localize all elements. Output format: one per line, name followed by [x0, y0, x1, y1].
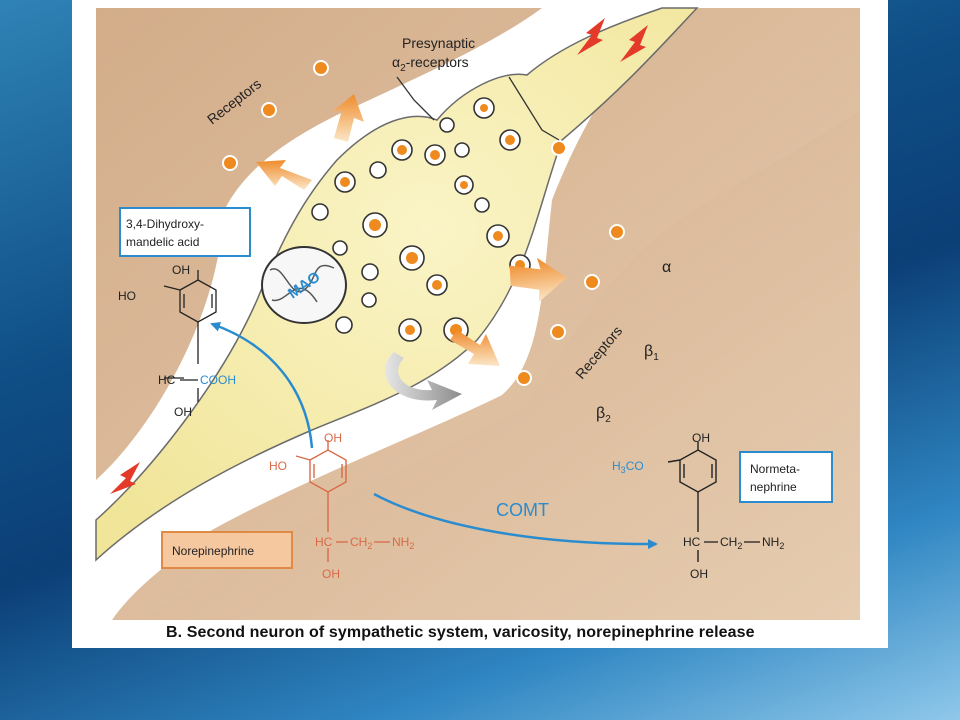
norepinephrine-box: Norepinephrine	[161, 531, 293, 569]
vesicle-empty	[311, 117, 490, 334]
receptors-upper-membrane	[204, 60, 567, 243]
norepinephrine-structure	[295, 440, 347, 562]
normetanephrine-h3co: H3CO	[612, 459, 644, 475]
norepinephrine-box-label: Norepinephrine	[172, 544, 254, 558]
presynaptic-leaders	[396, 76, 560, 141]
normetanephrine-ch2: CH2	[720, 535, 742, 551]
release-arrow-right	[509, 257, 567, 302]
lower-tissue	[142, 110, 860, 620]
norepinephrine-oh: OH	[324, 431, 342, 445]
normetanephrine-box: Normeta- nephrine	[739, 451, 833, 503]
comt-pathway-arrow	[373, 492, 658, 550]
alpha-receptor-label: α	[662, 259, 671, 276]
norepinephrine-lower-oh: OH	[322, 567, 340, 581]
dhma-oh: OH	[172, 263, 190, 277]
dhma-ho: HO	[118, 289, 136, 303]
impulse-arrow-top-2	[620, 25, 648, 62]
presynaptic-label-line1: Presynaptic	[402, 35, 475, 51]
normetanephrine-hc: HC	[683, 535, 701, 549]
dhma-lower-oh: OH	[174, 405, 192, 419]
normetanephrine-nh2: NH2	[762, 535, 784, 551]
release-arrow-up	[332, 94, 364, 142]
normetanephrine-box-line1: Normeta-	[750, 462, 800, 476]
normetanephrine-box-line2: nephrine	[750, 480, 797, 494]
release-arrow-upper-left	[256, 160, 312, 190]
comt-label: COMT	[496, 500, 549, 520]
norepinephrine-hc: HC	[315, 535, 333, 549]
dhma-structure	[163, 270, 217, 402]
mao-pathway-arrow	[210, 321, 314, 449]
impulse-arrow-top-1	[577, 18, 605, 55]
figure-caption: B. Second neuron of sympathetic system, …	[166, 624, 755, 641]
release-arrow-lower-right	[450, 330, 500, 366]
dhma-box: 3,4-Dihydroxy- mandelic acid	[119, 207, 251, 257]
diagram-canvas: MAO	[95, 7, 860, 620]
receptors-lower-membrane	[516, 224, 625, 386]
varicosity	[95, 7, 699, 562]
dhma-cooh: COOH	[200, 373, 236, 387]
norepinephrine-ch2: CH2	[350, 535, 372, 551]
impulse-arrow-bottom	[110, 462, 140, 494]
normetanephrine-oh: OH	[692, 431, 710, 445]
presynaptic-label-line2: α2-receptors	[392, 54, 469, 74]
dhma-hc: HC	[158, 373, 176, 387]
dhma-box-line1: 3,4-Dihydroxy-	[126, 217, 204, 231]
dhma-box-line2: mandelic acid	[126, 235, 199, 249]
normetanephrine-lower-oh: OH	[690, 567, 708, 581]
normetanephrine-structure	[667, 442, 717, 562]
mao-mitochondrion: MAO	[261, 246, 347, 324]
norepinephrine-ho: HO	[269, 459, 287, 473]
beta2-receptor-label: β2	[596, 405, 611, 425]
norepinephrine-nh2: NH2	[392, 535, 414, 551]
reuptake-arrow	[385, 352, 462, 410]
beta1-receptor-label: β1	[644, 343, 659, 363]
diagram-figure: MAO	[72, 0, 888, 648]
